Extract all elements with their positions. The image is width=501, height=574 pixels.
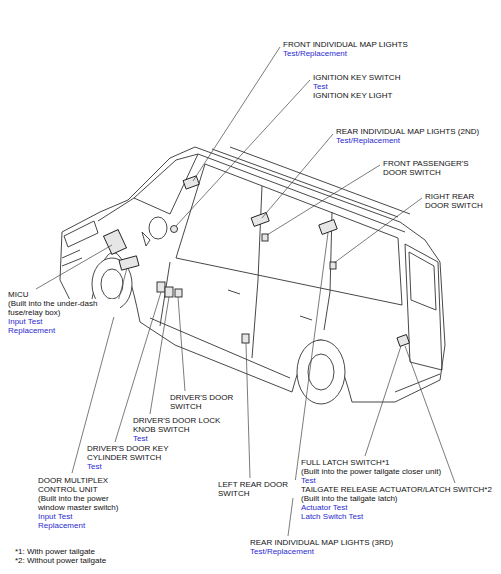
test-link: Test (133, 434, 148, 443)
leader-line (405, 346, 455, 483)
test-link: Test/Replacement (283, 49, 347, 58)
part-name: DRIVER'S DOOR KEY CYLINDER SWITCH (87, 444, 177, 462)
mirror (142, 232, 150, 246)
door-seam (252, 280, 258, 358)
leader-lines (36, 47, 455, 536)
leader-line (36, 245, 112, 289)
body-outline (60, 147, 445, 402)
leader-line (246, 343, 250, 478)
rear-door-edge (324, 292, 330, 330)
micu (104, 230, 127, 255)
leader-line (365, 346, 401, 456)
rear-map-light-2nd (251, 213, 269, 227)
vehicle-body (60, 147, 445, 404)
leader-line (150, 297, 169, 414)
part-name: DOOR MULTIPLEX CONTROL UNIT (38, 476, 118, 494)
grille (62, 250, 82, 266)
part-name: TAILGATE RELEASE ACTUATOR/LATCH SWITCH*2 (301, 485, 492, 494)
test-link: Latch Switch Test (301, 512, 363, 521)
part-name: DRIVER'S DOOR SWITCH (170, 393, 242, 411)
driver-door-switch (175, 289, 182, 297)
part-name: RIGHT REAR DOOR SWITCH (425, 192, 487, 210)
part-name: REAR INDIVIDUAL MAP LIGHTS (3RD) (250, 538, 393, 547)
ignition-key-switch (171, 226, 178, 233)
front-map-light (183, 176, 199, 189)
part-name: IGNITION KEY SWITCH (313, 73, 400, 82)
test-link: Test/Replacement (250, 547, 314, 556)
test-link: Test (87, 462, 102, 471)
leader-line (267, 165, 380, 235)
part-name: FULL LATCH SWITCH*1 (301, 458, 389, 467)
driver-door-key-cylinder-switch (157, 282, 165, 292)
headlight (64, 221, 98, 247)
hood-line (98, 198, 134, 221)
rear-window (409, 252, 436, 310)
rear-bumper (395, 374, 440, 392)
right-rear-door-switch (330, 262, 336, 269)
test-link: Actuator Test (301, 503, 348, 512)
part-name: IGNITION KEY LIGHT (313, 91, 392, 100)
leader-line (262, 134, 333, 218)
test-link: Replacement (8, 326, 55, 335)
part-name: REAR INDIVIDUAL MAP LIGHTS (2ND) (336, 127, 479, 136)
door-handle (300, 316, 312, 320)
steering-wheel (149, 217, 167, 239)
rear-wheel (297, 340, 345, 404)
b-pillar (258, 186, 262, 280)
test-link: Replacement (38, 521, 85, 530)
description: (Built into the tailgate latch) (301, 494, 398, 503)
door-handle (228, 290, 240, 294)
part-name: FRONT PASSENGER'S DOOR SWITCH (383, 159, 475, 177)
rear-map-light-3rd (319, 220, 337, 235)
tailgate (405, 244, 442, 370)
test-link: Test (313, 82, 328, 91)
test-link: Input Test (38, 512, 73, 521)
left-rear-door-switch (242, 334, 249, 343)
part-name: FRONT INDIVIDUAL MAP LIGHTS (283, 40, 408, 49)
test-link: Test (301, 476, 316, 485)
components (104, 176, 410, 347)
description: (Built into the power tailgate closer un… (301, 467, 441, 476)
driver-door-lock-knob-switch (165, 287, 173, 297)
tailgate-latch (397, 335, 409, 347)
footnote: *1: With power tailgate (15, 547, 95, 556)
roof-rail (212, 149, 398, 217)
roof-edge (198, 154, 405, 232)
part-name: LEFT REAR DOOR SWITCH (218, 480, 296, 498)
door-multiplex-unit (119, 256, 139, 270)
leader-line (334, 198, 422, 263)
footnote: *2: Without power tailgate (15, 556, 106, 565)
description: (Built into the under-dash fuse/relay bo… (8, 299, 120, 317)
rear-wheel-hub (308, 354, 334, 390)
test-link: Test/Replacement (336, 136, 400, 145)
leader-line (193, 47, 280, 181)
side-window (176, 164, 402, 305)
part-name: DRIVER'S DOOR LOCK KNOB SWITCH (133, 416, 228, 434)
roof-rail (230, 147, 410, 214)
test-link: Input Test (8, 317, 43, 326)
sill-line (150, 318, 290, 378)
leader-line (176, 80, 310, 226)
description: (Built into the power window master swit… (38, 494, 128, 512)
leader-line (178, 297, 185, 391)
part-name: MICU (8, 290, 28, 299)
